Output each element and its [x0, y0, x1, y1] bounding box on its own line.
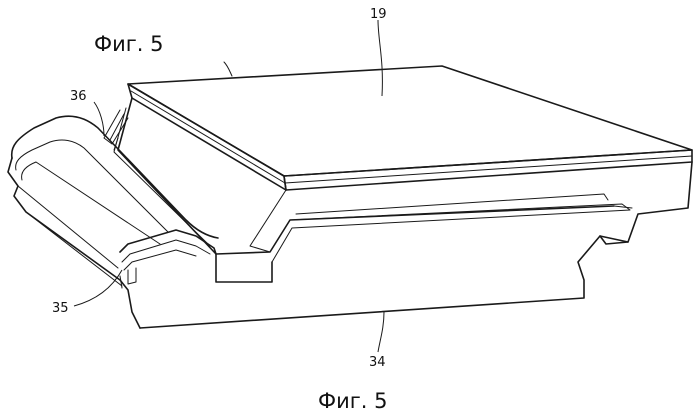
ref-34: 34 — [369, 355, 386, 370]
ref-19: 19 — [370, 7, 387, 22]
rail-top-contour — [12, 116, 218, 238]
top-panel — [128, 66, 692, 190]
leader-36 — [94, 102, 104, 136]
base-groove — [216, 254, 272, 282]
tongue-profile — [104, 110, 128, 150]
ref-35: 35 — [52, 301, 69, 316]
top-panel-face — [128, 66, 692, 176]
leader-19 — [378, 20, 382, 96]
top-panel-left-edge — [128, 84, 286, 190]
base-front-face — [140, 162, 692, 328]
leader-34 — [378, 312, 384, 352]
ref-36: 36 — [70, 89, 87, 104]
edge-tick — [224, 62, 232, 76]
